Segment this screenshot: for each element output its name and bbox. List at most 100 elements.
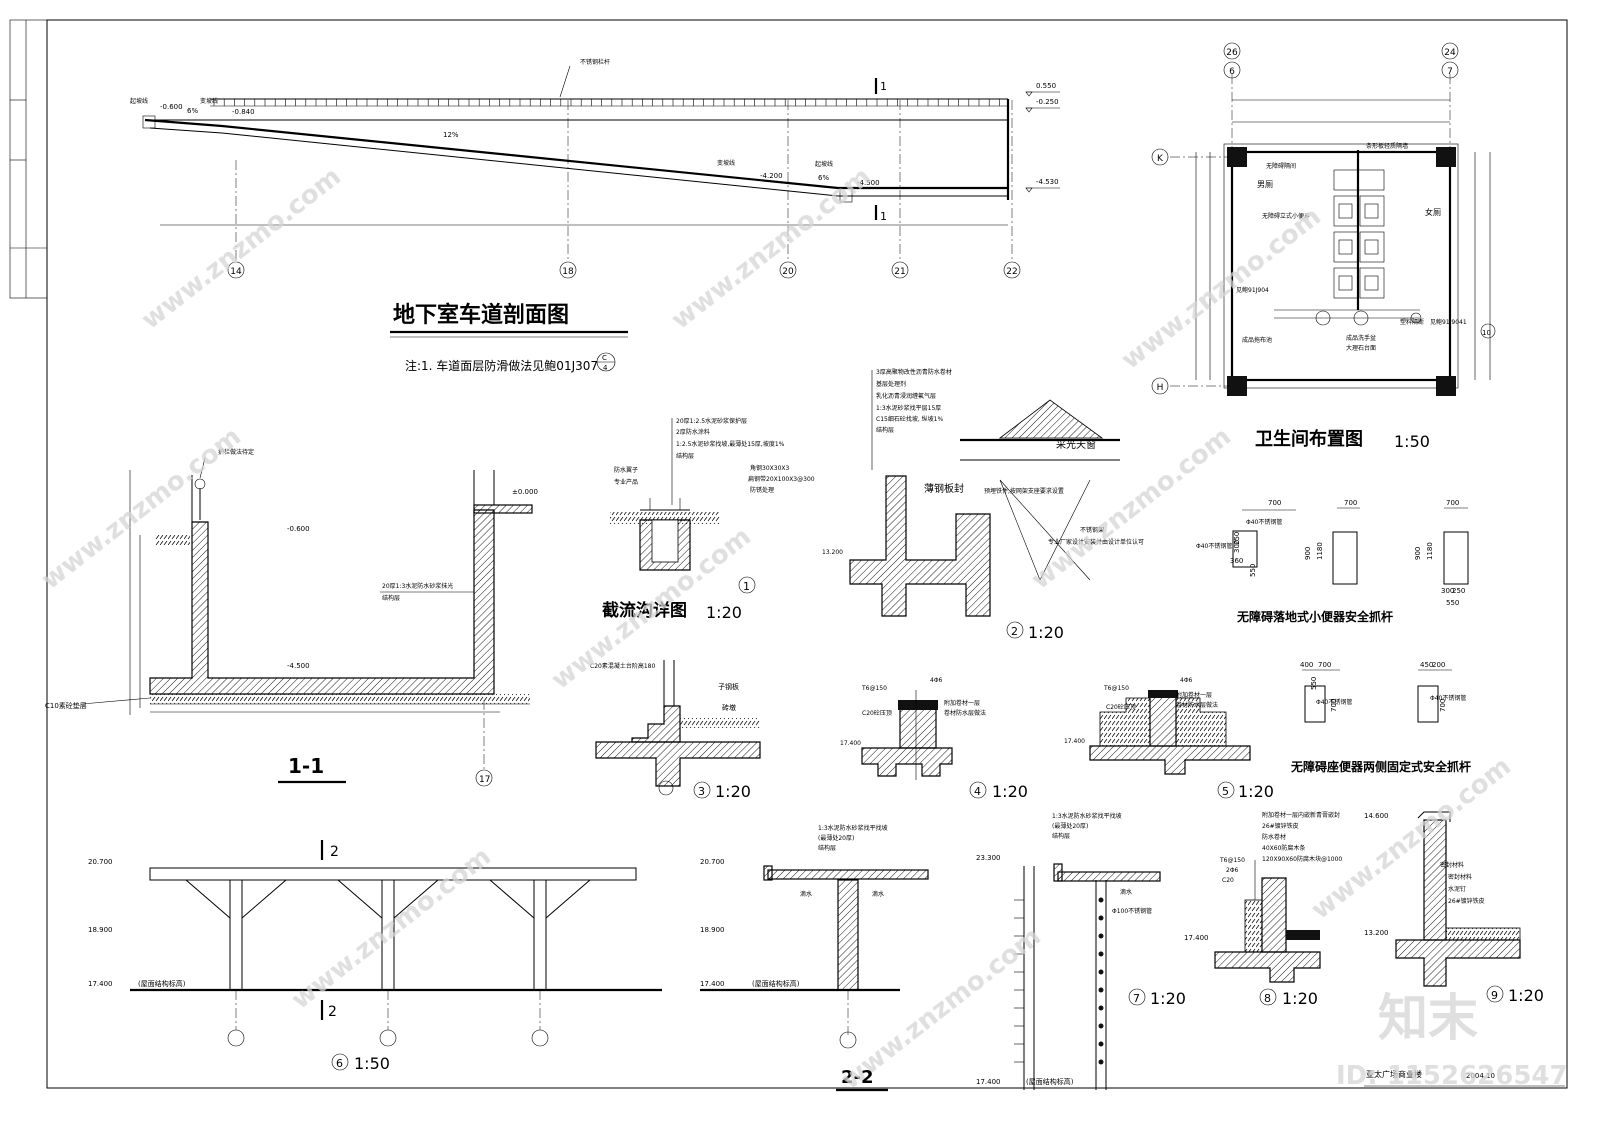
detail-5-scale: 1:20 bbox=[1238, 782, 1274, 801]
d5-4phi6: 4Φ6 bbox=[1180, 677, 1193, 684]
pipe-bolt bbox=[1098, 987, 1104, 993]
slope-2: 12% bbox=[443, 131, 459, 139]
axis-circle bbox=[891, 261, 909, 279]
level-m0600: -0.600 bbox=[160, 103, 183, 111]
axis-bubble-21: 21 bbox=[891, 261, 909, 279]
detail-6-num: 6 bbox=[336, 1057, 343, 1070]
grab-bar-dim: 700 bbox=[1330, 699, 1338, 712]
structure-layer-label: 结构层 bbox=[382, 594, 400, 602]
axis-label: 22 bbox=[1006, 267, 1017, 277]
axis-label: 6 bbox=[1229, 67, 1235, 77]
gb-pipe-3: Φ40不锈钢管 bbox=[1316, 698, 1352, 706]
s22-layer-1: 1:3水泥防水砂浆找平找坡 bbox=[818, 824, 888, 832]
axis-label: 21 bbox=[894, 267, 905, 277]
toilet-axis-H: H bbox=[1151, 377, 1169, 395]
axis-circle bbox=[559, 261, 577, 279]
watermark-site-1: www.znzmo.com bbox=[136, 162, 347, 336]
cut-mark-top: 1 bbox=[880, 80, 887, 93]
level-0550: 0.550 bbox=[1036, 82, 1056, 90]
canopy-column bbox=[533, 879, 547, 991]
toilet-stall bbox=[1359, 267, 1385, 299]
d2-layer-4: 1:3水泥砂浆找平层15厚 bbox=[876, 404, 941, 412]
canopy-bracket bbox=[545, 879, 591, 919]
canopy-bracket bbox=[489, 879, 535, 919]
d4-membrane: 卷材防水层做法 bbox=[944, 709, 986, 717]
urinal-grab-bar-title: 无障碍落地式小便器安全抓杆 bbox=[1236, 609, 1393, 624]
axis-bubble-14: 14 bbox=[227, 261, 245, 279]
grab-bar-dim: 360 bbox=[1230, 557, 1243, 565]
pipe-bolt bbox=[1098, 969, 1104, 975]
grab-bar-dim: 700 bbox=[1268, 499, 1281, 507]
toilet-scale: 1:50 bbox=[1394, 432, 1430, 451]
detail-2-scale: 1:20 bbox=[1028, 623, 1064, 642]
axis-bubble-22: 22 bbox=[1003, 261, 1021, 279]
change-slope-label-1: 变坡线 bbox=[200, 97, 218, 105]
grab-bar-dim: 700 bbox=[1439, 699, 1447, 712]
d8-c20: C20 bbox=[1222, 877, 1234, 884]
d8-wood-block: 120X90X60防腐木块@1000 bbox=[1262, 855, 1342, 863]
detail-4-num: 4 bbox=[974, 785, 981, 798]
d2-layer-1: 3厚高聚物改性沥青防水卷材 bbox=[876, 368, 952, 376]
grab-bar-dim: 1180 bbox=[1426, 542, 1434, 560]
watermark-site-9: www.znzmo.com bbox=[1306, 752, 1517, 926]
s22-drip-2: 滴水 bbox=[872, 890, 884, 898]
d9-level-1: 14.600 bbox=[1364, 812, 1389, 820]
toilet-axis-K: K bbox=[1151, 148, 1169, 166]
level-m4500: -4.500 bbox=[857, 179, 880, 187]
d5-c20: C20砼压顶 bbox=[1106, 703, 1136, 711]
axis-label: 26 bbox=[1226, 48, 1238, 58]
accessible-urinal-label: 无障碍立式小便斗 bbox=[1262, 212, 1310, 220]
detail-4-parapet: T6@150 C20砼压顶 4Φ6 附加卷材一层 卷材防水层做法 17.400 bbox=[840, 677, 986, 780]
d2-layer-6: 结构层 bbox=[876, 426, 894, 434]
detail-7-canopy-edge: 1:3水泥防水砂浆找平找坡 (最薄处20厚) 结构层 滴水 Φ100不锈钢管 2… bbox=[976, 812, 1161, 1090]
watermarks: www.znzmo.com www.znzmo.com www.znzmo.co… bbox=[36, 162, 1568, 1096]
partition-label: 塑料隔断 bbox=[1400, 318, 1424, 326]
axis-circle bbox=[1223, 42, 1241, 60]
toilet-title: 卫生间布置图 bbox=[1255, 428, 1363, 450]
detail-1-scale: 1:20 bbox=[706, 603, 742, 622]
detail-2-num: 2 bbox=[1011, 625, 1018, 638]
axis-bubble-20: 20 bbox=[779, 261, 797, 279]
canopy-bracket bbox=[185, 879, 231, 919]
axis-circle bbox=[1223, 61, 1241, 79]
pipe-bolt bbox=[1098, 951, 1104, 957]
d9-nail: 水泥钉 bbox=[1448, 885, 1466, 893]
d7-pipe: Φ100不锈钢管 bbox=[1112, 907, 1152, 915]
toilet-fixture bbox=[1338, 275, 1353, 291]
toilet-fixture bbox=[1364, 203, 1379, 219]
watermark-site-3: www.znzmo.com bbox=[1116, 202, 1327, 376]
toilet-fixture bbox=[1338, 239, 1353, 255]
d7-drip: 滴水 bbox=[1120, 888, 1132, 896]
axis-circle bbox=[1441, 61, 1459, 79]
toilet-axis-7: 7 bbox=[1441, 61, 1459, 79]
grab-bar-dim: 450 bbox=[1420, 661, 1433, 669]
level-m4500-s: -4.500 bbox=[287, 662, 310, 670]
accessible-stall-label: 无障碍隔间 bbox=[1266, 162, 1296, 170]
marble-top-label: 大理石台面 bbox=[1346, 344, 1376, 352]
wash-basin-label: 成品洗手盆 bbox=[1346, 334, 1376, 342]
sheet-border bbox=[46, 19, 1568, 1089]
d2-stainless: 不锈钢架 bbox=[1080, 526, 1104, 534]
axis-circle bbox=[1151, 377, 1169, 395]
s22-note: (屋面结构标高) bbox=[752, 979, 800, 988]
pipe-bolt bbox=[1098, 1023, 1104, 1029]
axis-circle bbox=[779, 261, 797, 279]
grab-bar-dim: 300 bbox=[1233, 540, 1241, 553]
level-m0250: -0.250 bbox=[1036, 98, 1059, 106]
ref-9041: 见鲍91J9041 bbox=[1430, 318, 1467, 326]
detail-1-num: 1 bbox=[743, 580, 750, 593]
grab-bar-dim: 700 bbox=[1446, 499, 1459, 507]
d7-layer-3: 结构层 bbox=[1052, 832, 1070, 840]
grab-bar-dim: 250 bbox=[1233, 532, 1241, 545]
d2-layer-2: 基层处理剂 bbox=[876, 380, 906, 388]
toilet-axis-26: 26 bbox=[1223, 42, 1241, 60]
women-room-label: 女厕 bbox=[1425, 207, 1441, 217]
axis-circle bbox=[1003, 261, 1021, 279]
detail-9-num: 9 bbox=[1491, 989, 1498, 1002]
d9-tin: 26#镀锌铁皮 bbox=[1448, 897, 1485, 905]
level-m0600-s: -0.600 bbox=[287, 525, 310, 533]
d6-cut-top: 2 bbox=[330, 844, 339, 860]
gb-pipe-4: Φ40不锈钢管 bbox=[1430, 694, 1466, 702]
